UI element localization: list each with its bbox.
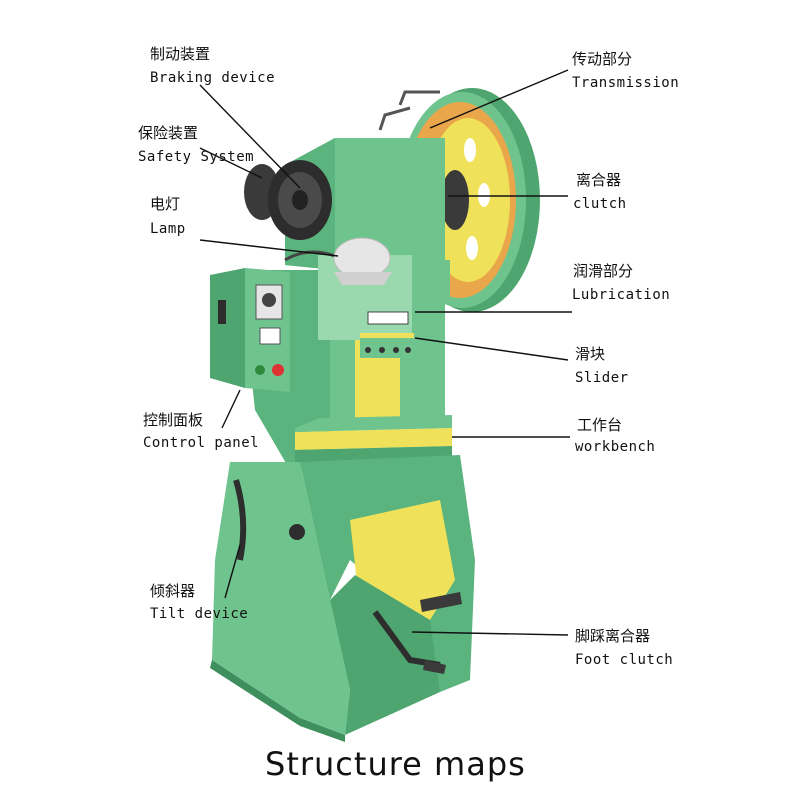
label-tilt: 倾斜器 Tilt device xyxy=(150,582,248,622)
label-transmission: 传动部分 Transmission xyxy=(572,50,679,91)
label-safety: 保险装置 Safety System xyxy=(138,124,254,165)
label-foot-zh: 脚踩离合器 xyxy=(575,627,650,645)
label-workbench: 工作台 workbench xyxy=(575,416,655,455)
leader-slider xyxy=(414,337,569,361)
label-braking-zh: 制动装置 xyxy=(150,45,210,63)
page-title: Structure maps xyxy=(265,745,526,783)
label-lubrication: 润滑部分 Lubrication xyxy=(572,262,670,303)
label-lubrication-en: Lubrication xyxy=(572,287,670,303)
label-safety-zh: 保险装置 xyxy=(138,124,198,142)
label-workbench-en: workbench xyxy=(575,439,655,455)
label-slider-zh: 滑块 xyxy=(575,345,605,363)
label-foot: 脚踩离合器 Foot clutch xyxy=(575,627,673,668)
label-workbench-zh: 工作台 xyxy=(577,416,622,434)
label-control-en: Control panel xyxy=(143,435,259,451)
label-braking-en: Braking device xyxy=(150,70,275,86)
label-safety-en: Safety System xyxy=(138,149,254,165)
lamp xyxy=(284,237,392,285)
label-lamp-en: Lamp xyxy=(150,221,186,237)
leader-tilt xyxy=(224,544,241,599)
leader-safety xyxy=(199,147,263,179)
label-clutch-en: clutch xyxy=(573,196,627,212)
foot-pedal xyxy=(372,592,462,674)
leader-lines xyxy=(199,69,572,636)
label-slider: 滑块 Slider xyxy=(575,345,629,386)
leader-lamp xyxy=(199,239,339,257)
label-control-zh: 控制面板 xyxy=(143,411,203,429)
label-lubrication-zh: 润滑部分 xyxy=(573,262,633,280)
leader-foot xyxy=(411,631,569,636)
label-lamp: 电灯 Lamp xyxy=(150,195,186,237)
label-transmission-zh: 传动部分 xyxy=(572,50,632,68)
leader-transmission xyxy=(429,69,569,129)
leader-control xyxy=(221,389,241,429)
label-foot-en: Foot clutch xyxy=(575,652,673,668)
control-panel-box xyxy=(210,268,290,392)
machine-head xyxy=(285,138,445,270)
press-machine-illustration xyxy=(210,88,540,742)
label-transmission-en: Transmission xyxy=(572,75,679,91)
label-braking: 制动装置 Braking device xyxy=(150,45,275,86)
label-clutch-zh: 离合器 xyxy=(576,171,621,189)
leader-braking xyxy=(199,84,301,189)
label-tilt-zh: 倾斜器 xyxy=(150,582,195,600)
label-lamp-zh: 电灯 xyxy=(150,195,180,213)
label-tilt-en: Tilt device xyxy=(150,606,248,622)
label-slider-en: Slider xyxy=(575,370,629,386)
brake-drum xyxy=(244,160,332,240)
label-clutch: 离合器 clutch xyxy=(573,171,627,212)
label-control: 控制面板 Control panel xyxy=(143,411,259,451)
